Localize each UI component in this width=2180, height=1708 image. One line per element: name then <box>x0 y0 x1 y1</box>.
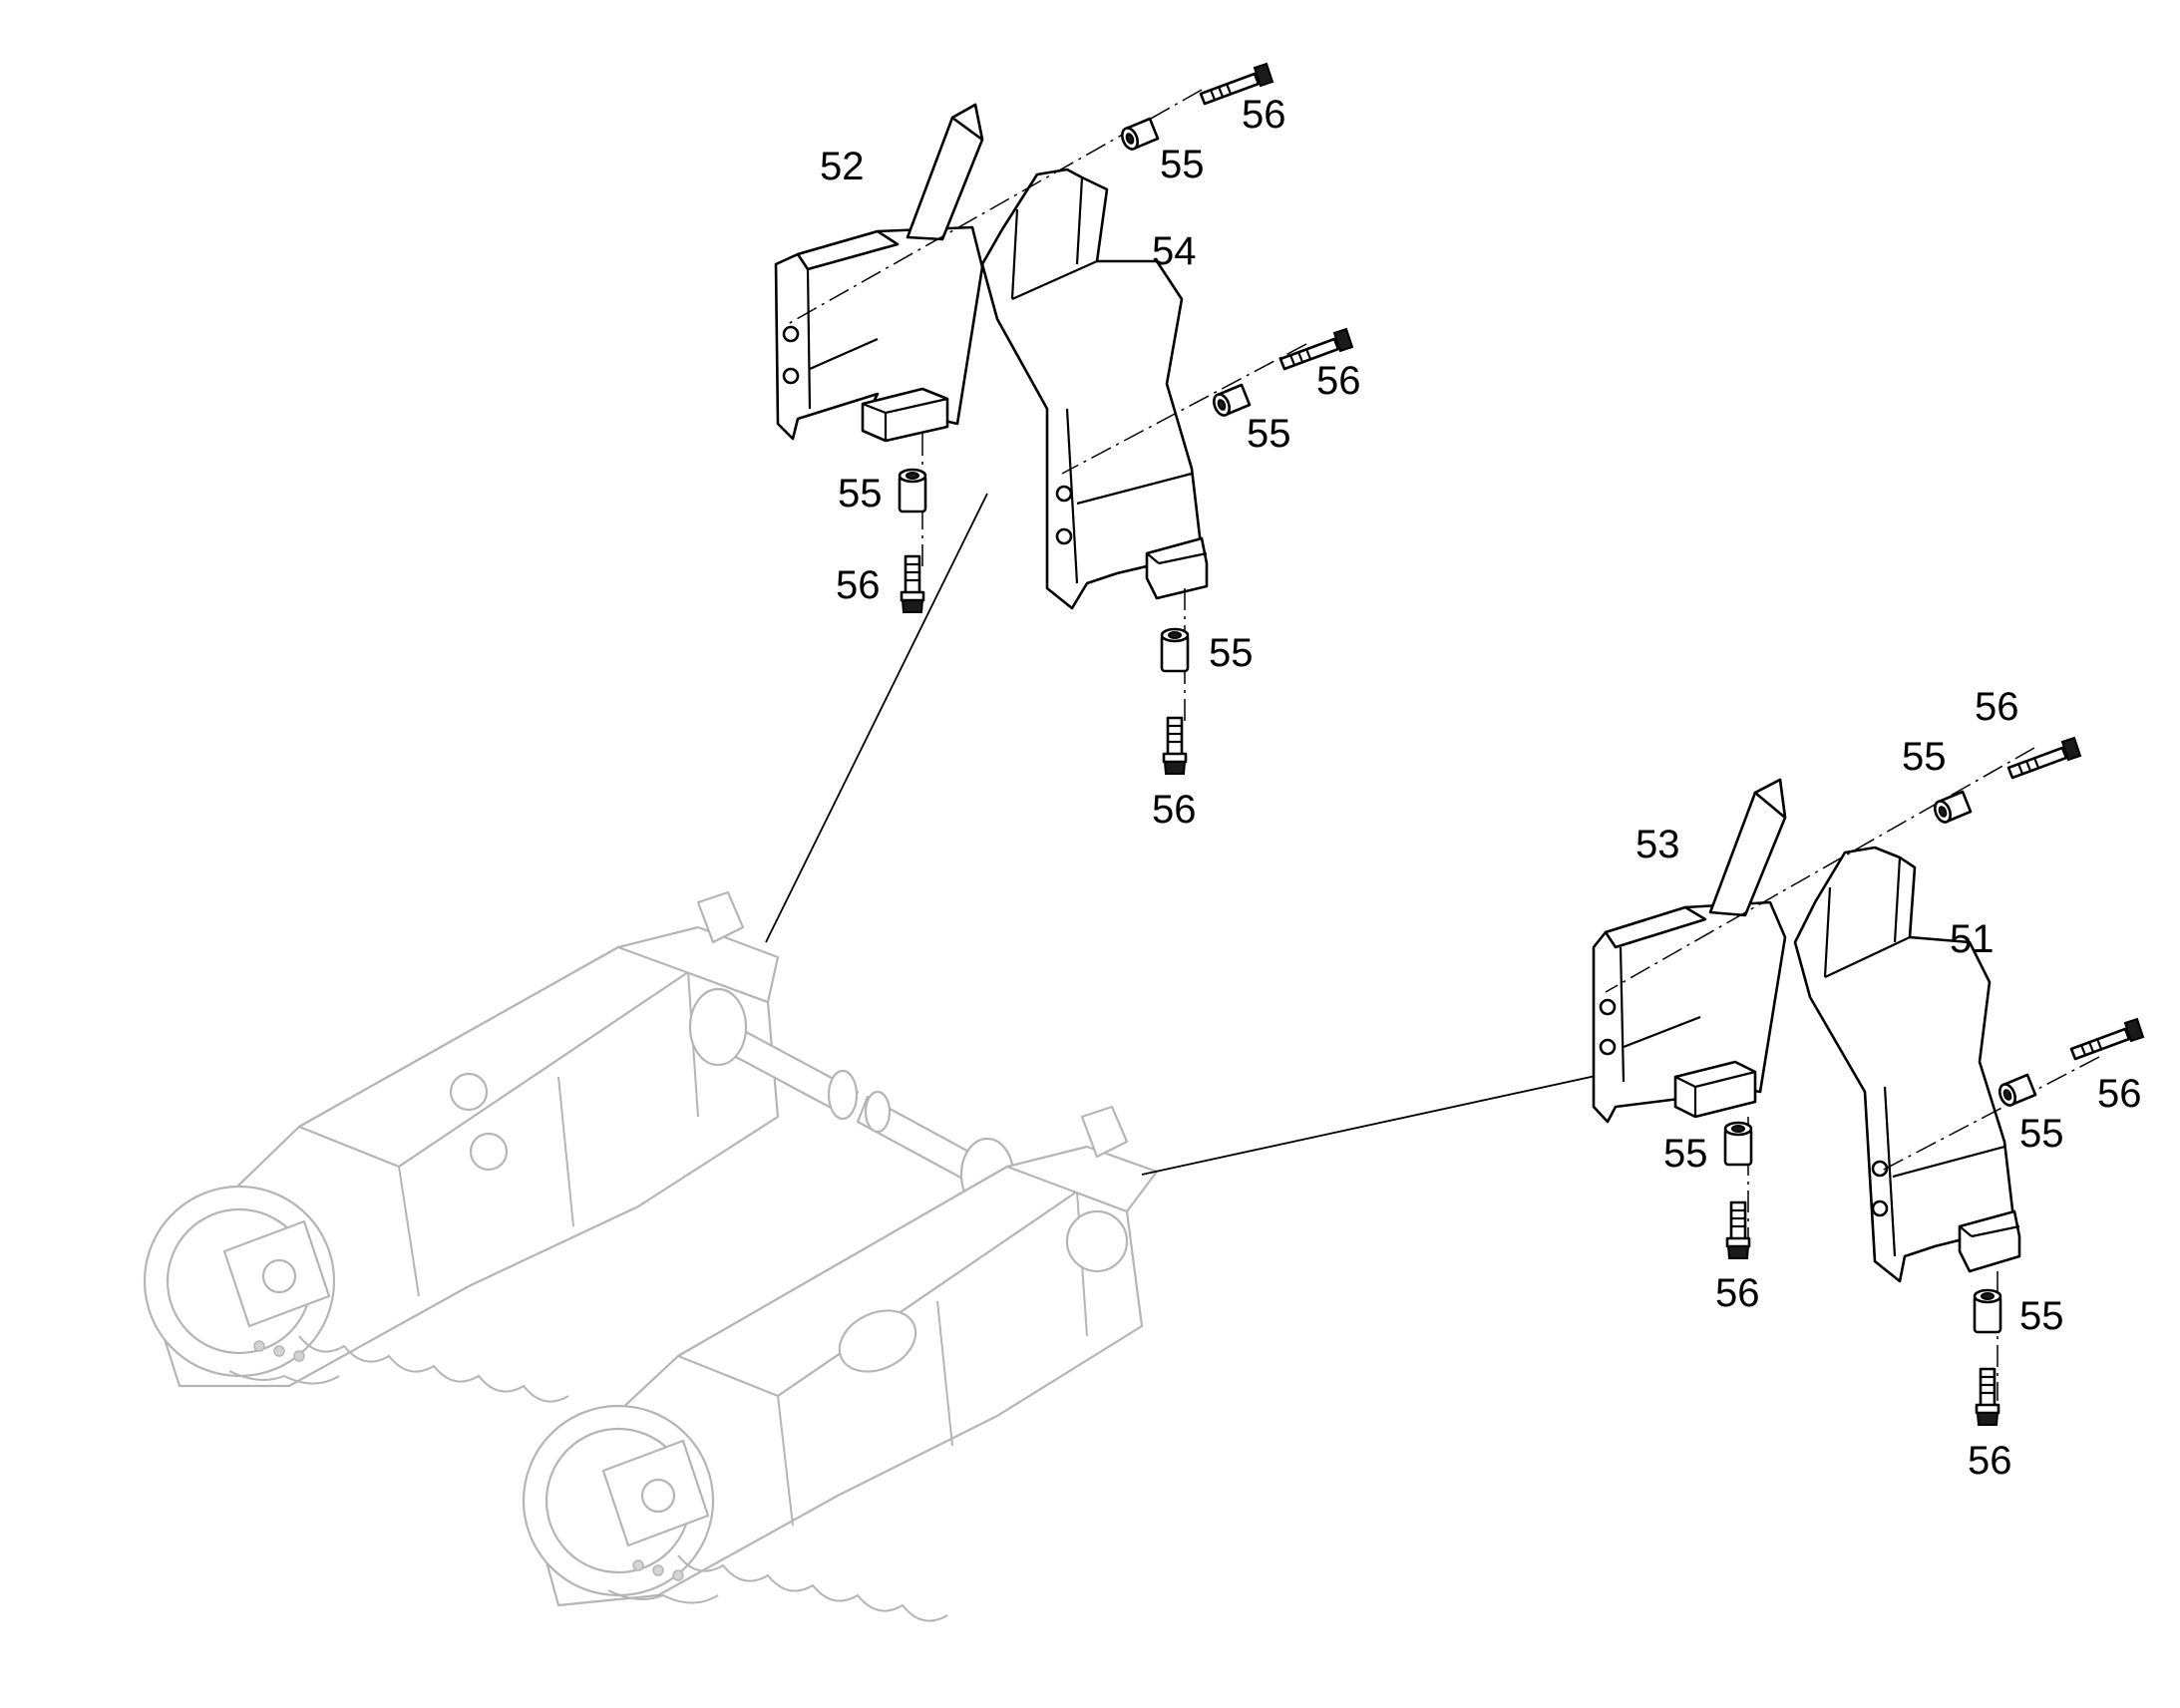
callout-56: 56 <box>1715 1271 1760 1315</box>
bushing-55-lower-vert-a <box>1723 1121 1753 1167</box>
part-53-bracket <box>1592 778 1787 1124</box>
callout-56: 56 <box>1316 359 1361 403</box>
callout-53: 53 <box>1635 823 1680 866</box>
left-track-frame <box>143 890 780 1403</box>
bolt-56-upper-vert-a <box>900 554 925 614</box>
part-54-bracket <box>980 168 1209 610</box>
callout-56: 56 <box>2097 1072 2142 1116</box>
callout-55: 55 <box>1902 735 1947 779</box>
callout-55: 55 <box>2019 1294 2064 1338</box>
callout-56: 56 <box>1242 93 1286 137</box>
bushing-55-upper-diag-a <box>1118 117 1160 154</box>
callout-55: 55 <box>1247 412 1291 456</box>
bushing-55-lower-diag-a <box>1931 790 1973 827</box>
callout-52: 52 <box>820 145 865 188</box>
callout-55: 55 <box>838 472 883 515</box>
bushing-55-upper-vert-a <box>898 468 927 513</box>
bolt-56-lower-diag-a <box>2006 736 2082 780</box>
bolt-56-upper-vert-b <box>1162 716 1188 776</box>
cross-shaft <box>688 987 1015 1212</box>
bushing-55-upper-vert-b <box>1160 627 1190 673</box>
undercarriage-assembly <box>143 890 1159 1622</box>
bushing-55-lower-vert-b <box>1973 1288 2002 1334</box>
bolt-56-lower-diag-b <box>2069 1017 2145 1061</box>
callout-54: 54 <box>1152 229 1197 273</box>
callout-55: 55 <box>1209 631 1254 675</box>
callout-labels: 52 54 53 51 55 55 55 55 55 55 55 55 56 5… <box>820 93 2142 1483</box>
callout-56: 56 <box>1968 1439 2012 1483</box>
bushing-55-upper-diag-b <box>1210 383 1252 420</box>
bushing-55-lower-diag-b <box>1996 1073 2037 1110</box>
bolt-56-lower-vert-a <box>1725 1200 1751 1260</box>
bolt-56-lower-vert-b <box>1975 1367 2000 1427</box>
right-track-frame <box>522 1105 1159 1622</box>
part-51-bracket <box>1793 846 2021 1283</box>
callout-56: 56 <box>1152 788 1197 832</box>
callout-55: 55 <box>1663 1132 1708 1176</box>
callout-51: 51 <box>1950 917 1995 961</box>
callout-56: 56 <box>836 563 881 607</box>
callout-56: 56 <box>1975 685 2019 729</box>
callout-55: 55 <box>2019 1112 2064 1156</box>
part-52-bracket <box>774 103 984 443</box>
callout-55: 55 <box>1160 143 1205 186</box>
